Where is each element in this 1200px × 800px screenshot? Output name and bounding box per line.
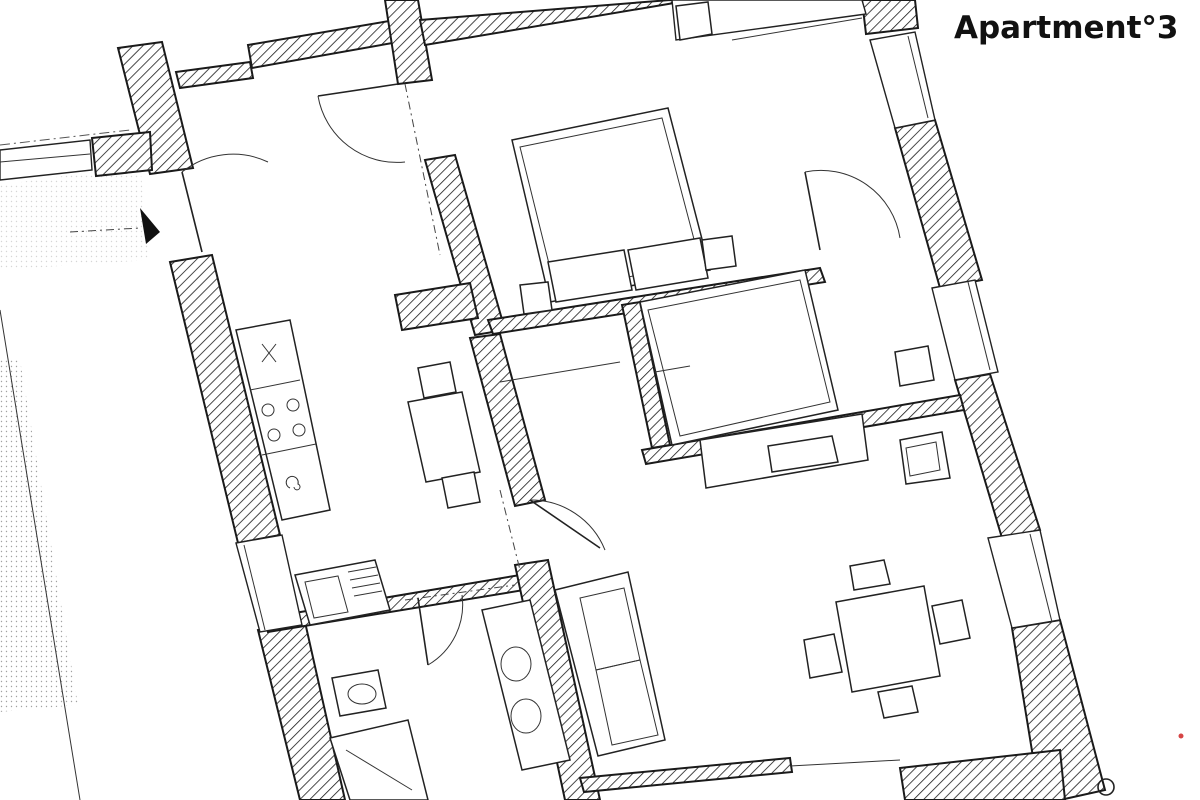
apartment-title: Apartment°3 [954,10,1179,46]
kitchen-sink [294,559,391,626]
single-beds [499,269,935,446]
fireplace [699,413,869,489]
kitchen-counter [235,319,331,521]
exterior-ground [0,129,150,800]
armchair [899,431,951,485]
dining-table-kitchen [407,361,481,509]
accent-dot [1178,733,1184,739]
windows [0,0,1061,767]
dining-table-living [803,559,971,719]
sofa [554,571,666,757]
bathroom-fixtures [329,599,571,800]
doors [181,83,901,666]
double-bed [511,1,737,315]
